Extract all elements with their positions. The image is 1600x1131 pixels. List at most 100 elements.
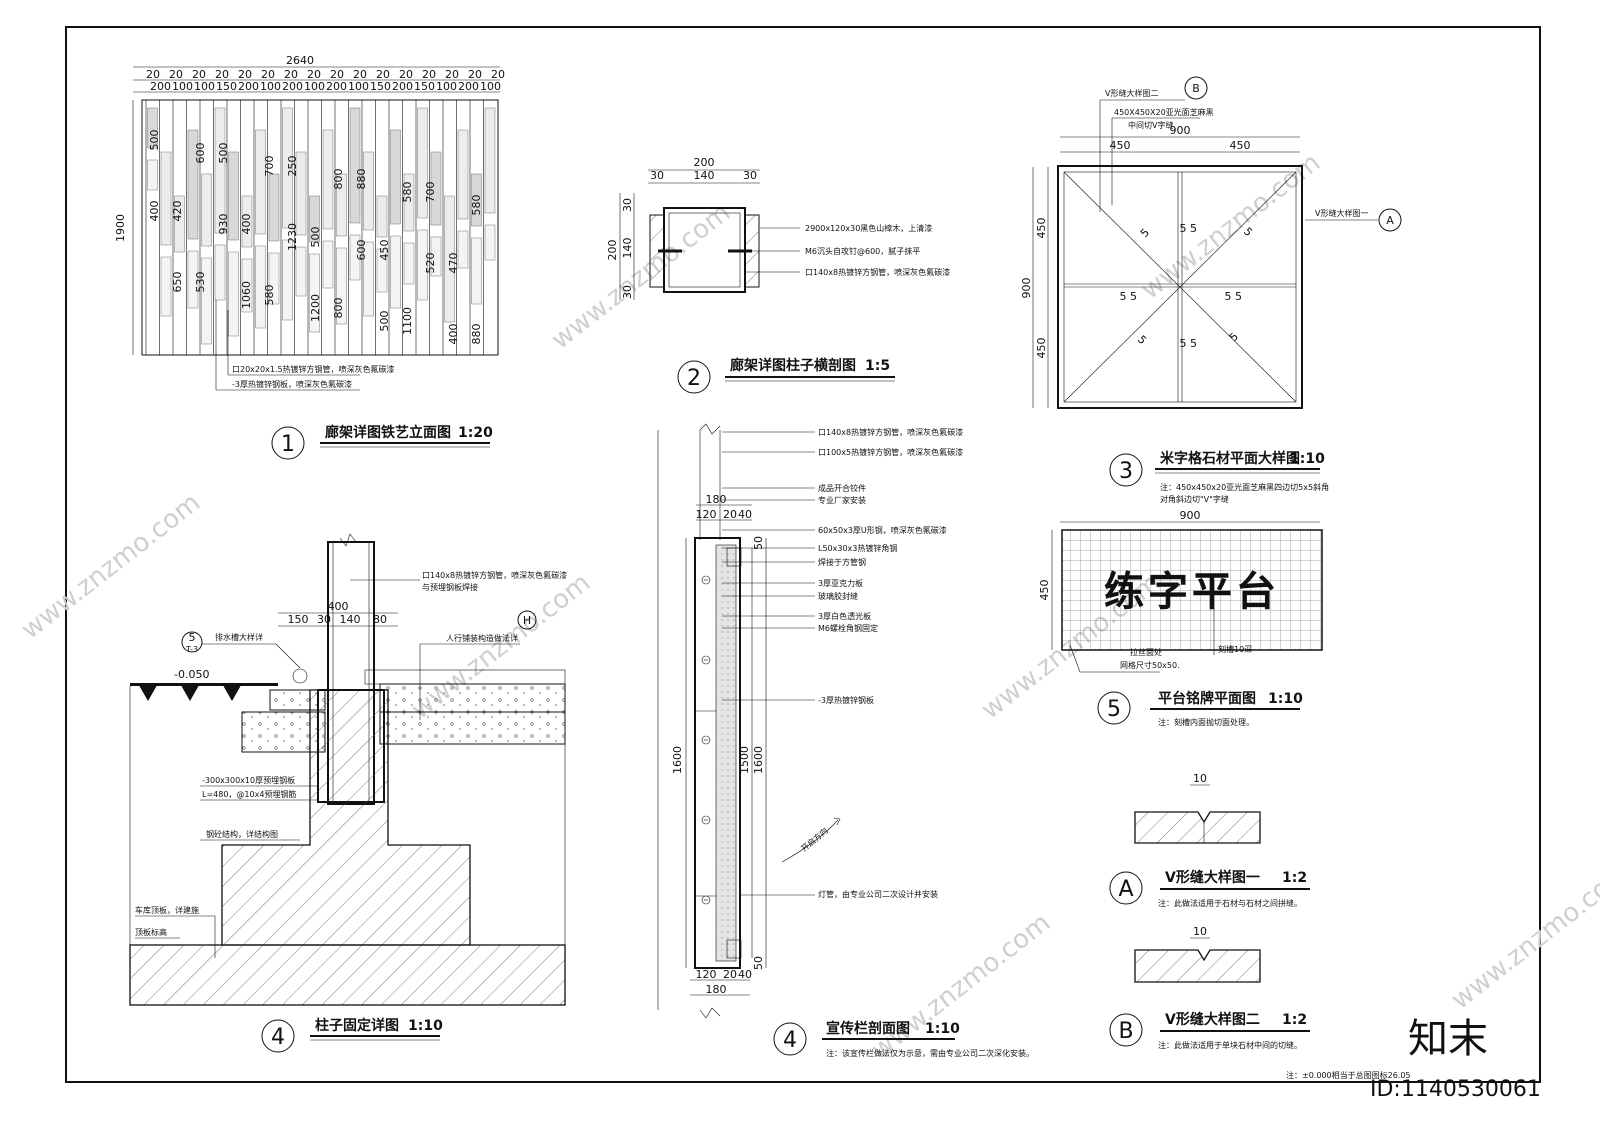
d1-note-tube: 口20x20x1.5热镀锌方钢管，喷深灰色氟碳漆: [232, 364, 395, 374]
svg-text:140: 140: [694, 169, 715, 182]
d1-dim-label: 100: [304, 80, 325, 93]
d1-vertical-dim: 880: [470, 324, 483, 345]
d1-dim-label: 20: [169, 68, 183, 81]
d1-panel: [390, 129, 401, 225]
d1-panel: [471, 173, 482, 227]
d4b-note: 口100x5热镀锌方钢管，喷深灰色氟碳漆: [818, 447, 963, 457]
d1-vertical-dim: 1100: [401, 307, 414, 335]
d4b-bubble: [773, 1022, 807, 1056]
d1-vertical-dim: 400: [240, 214, 253, 235]
d1-panel: [201, 173, 212, 247]
sheet-border: [65, 26, 1541, 1083]
d4a-bubble: [261, 1019, 295, 1053]
d1-dim-label: 200: [238, 80, 259, 93]
d4a-ref2-bubble: [517, 610, 537, 630]
svg-text:www.znzmo.com: www.znzmo.com: [1446, 858, 1600, 1016]
d4b-note-group: 口140x8热镀锌方钢管，喷深灰色氟碳漆口100x5热镀锌方钢管，喷深灰色氟碳漆…: [722, 427, 963, 705]
d1-vertical-dim: 700: [424, 182, 437, 203]
svg-text:注：450x450x20亚光面芝麻黑四边切5x5斜角: 注：450x450x20亚光面芝麻黑四边切5x5斜角: [1160, 482, 1329, 492]
d1-vertical-dim: 650: [171, 272, 184, 293]
d1-dim-label: 200: [150, 80, 171, 93]
d1-vertical-dim: 700: [263, 156, 276, 177]
svg-text:900: 900: [1020, 278, 1033, 299]
d1-bubble: [271, 426, 305, 460]
svg-text:注：此做法适用于石材与石材之间拼缝。: 注：此做法适用于石材与石材之间拼缝。: [1158, 898, 1302, 908]
d1-vertical-dim: 400: [148, 201, 161, 222]
d1-dim-label: 20: [307, 68, 321, 81]
d1-panel: [336, 173, 347, 237]
svg-text:30: 30: [743, 169, 757, 182]
svg-text:5: 5: [1227, 330, 1241, 344]
d1-panel: [484, 107, 496, 214]
d1-vertical-dim: 500: [217, 143, 230, 164]
d4b-title: 宣传栏剖面图: [826, 1020, 910, 1037]
d1-panel: [228, 151, 239, 241]
d1-panel: [282, 107, 293, 229]
svg-text:A: A: [1118, 877, 1133, 902]
d5-sign-text: 练字平台: [1104, 569, 1280, 615]
svg-text:L=480，@10x4预埋钢筋: L=480，@10x4预埋钢筋: [202, 789, 296, 799]
svg-text:900: 900: [1170, 124, 1191, 137]
svg-text:5: 5: [1130, 290, 1137, 303]
d2-scale: 1:5: [865, 358, 890, 374]
d1-panel: [160, 256, 172, 317]
d1-dim-label: 150: [370, 80, 391, 93]
d5-bubble: [1097, 691, 1131, 725]
d4b-frame: [694, 537, 741, 969]
d3-ref-b-bubble: [1184, 76, 1208, 100]
detail-b-v-joint: 10 B V形缝大样图二 1:2 注：此做法适用于单块石材中间的切缝。: [1109, 925, 1310, 1050]
d1-panel: [457, 230, 469, 269]
d1-vertical-dim: 1230: [286, 223, 299, 251]
svg-text:5: 5: [1180, 337, 1187, 350]
d1-dim-label: 100: [480, 80, 501, 93]
svg-text:人行铺装构造做法详: 人行铺装构造做法详: [446, 633, 518, 643]
detail-a-title: V形缝大样图一: [1165, 869, 1260, 886]
d1-vertical-dim: 530: [194, 272, 207, 293]
d1-dim-label: 20: [376, 68, 390, 81]
svg-text:中间切V字缝: 中间切V字缝: [1128, 120, 1173, 130]
d1-panel: [187, 129, 199, 240]
d1-panel: [268, 252, 280, 305]
d1-dim-label: 150: [414, 80, 435, 93]
d1-panel: [241, 258, 253, 313]
d1-panel: [255, 129, 266, 235]
d2-dim-200: 200: [694, 156, 715, 169]
svg-text:排水槽大样详: 排水槽大样详: [215, 632, 263, 642]
d1-dim-label: 200: [458, 80, 479, 93]
svg-text:钢砼结构，详结构图: 钢砼结构，详结构图: [206, 829, 278, 839]
svg-text:注：该宣传栏做法仅为示意，需由专业公司二次深化安装。: 注：该宣传栏做法仅为示意，需由专业公司二次深化安装。: [826, 1048, 1034, 1058]
d1-panel: [403, 173, 415, 232]
svg-text:1600: 1600: [752, 746, 765, 774]
svg-text:顶板标高: 顶板标高: [135, 927, 167, 937]
d4b-note: 成品开合铰件: [818, 483, 866, 493]
svg-text:1: 1: [281, 432, 295, 457]
detail-b-scale: 1:2: [1282, 1012, 1307, 1028]
d1-dim-label: 20: [192, 68, 206, 81]
d5-scale: 1:10: [1268, 691, 1303, 707]
svg-text:5: 5: [1235, 290, 1242, 303]
detail-a-scale: 1:2: [1282, 870, 1307, 886]
svg-text:10: 10: [1193, 772, 1207, 785]
svg-text:180: 180: [706, 493, 727, 506]
d1-frame: [141, 99, 499, 356]
svg-text:50: 50: [752, 956, 765, 970]
d4b-bolt: [701, 655, 711, 665]
svg-text:40: 40: [738, 968, 752, 981]
d1-vertical-dim: 580: [470, 195, 483, 216]
svg-text:5: 5: [1190, 222, 1197, 235]
svg-text:www.znzmo.com: www.znzmo.com: [866, 908, 1056, 1066]
d4b-note: 60x50x3厚U形钢，喷深灰色氟碳漆: [818, 525, 947, 535]
d1-panel: [349, 107, 361, 224]
d1-vertical-dim: 580: [401, 182, 414, 203]
d3-bubble: [1109, 453, 1143, 487]
d1-panel: [417, 229, 428, 301]
svg-text:V形缝大样图一: V形缝大样图一: [1315, 208, 1368, 218]
d1-height: 1900: [114, 214, 127, 242]
svg-text:注：刻槽内面抛切面处理。: 注：刻槽内面抛切面处理。: [1158, 717, 1254, 727]
d4b-note: M6螺栓角钢固定: [818, 623, 878, 633]
svg-text:A: A: [1386, 214, 1394, 227]
svg-text:-0.050: -0.050: [174, 668, 209, 681]
svg-text:5: 5: [1135, 333, 1149, 347]
svg-text:5: 5: [1138, 226, 1152, 240]
